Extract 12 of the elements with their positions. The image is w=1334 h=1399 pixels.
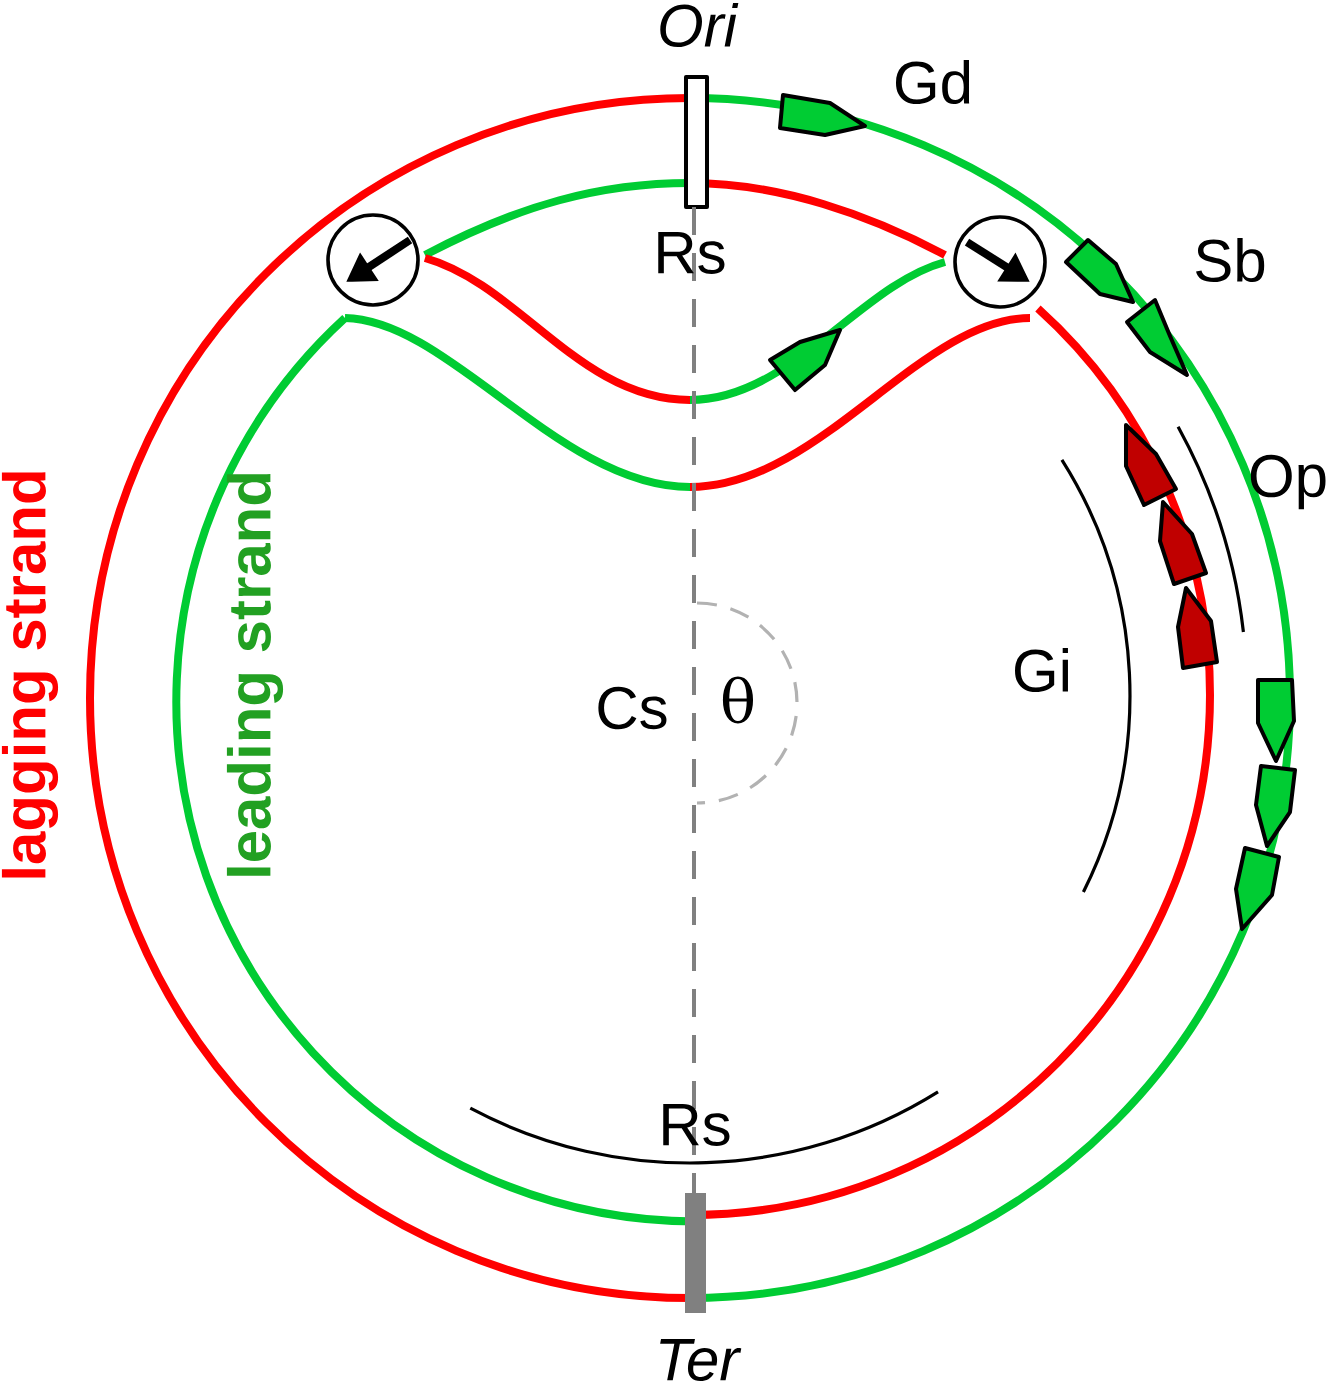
terminus-label: Ter <box>660 1339 742 1381</box>
origin-label: Ori <box>660 3 739 48</box>
gene-label: Sb <box>1196 238 1265 283</box>
region-label: Rs <box>663 1104 730 1146</box>
region-label: Cs <box>598 686 667 730</box>
gene-label: Gd <box>896 60 970 105</box>
angle-symbol: θ <box>722 676 754 724</box>
strand-label: lagging strand <box>1 472 59 878</box>
region-label: Rs <box>658 232 725 274</box>
region-label: Gi <box>1015 648 1068 693</box>
strand-label: leading strand <box>226 474 284 876</box>
gene-label: Op <box>1250 454 1326 510</box>
